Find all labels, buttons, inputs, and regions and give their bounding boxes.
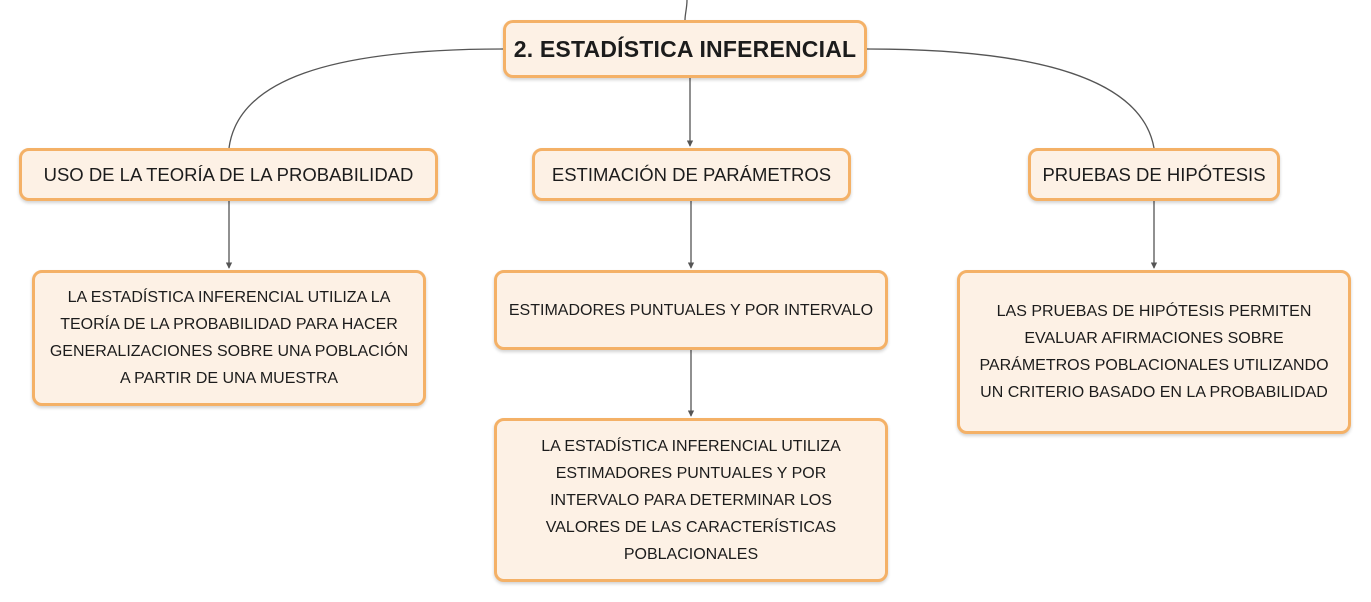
- root-topic-node[interactable]: 2. ESTADÍSTICA INFERENCIAL: [503, 20, 867, 78]
- parent-connector: [684, 0, 688, 21]
- detail-node-estimation-use[interactable]: LA ESTADÍSTICA INFERENCIAL UTILIZA ESTIM…: [494, 418, 888, 582]
- detail-node-estimators[interactable]: ESTIMADORES PUNTUALES Y POR INTERVALO: [494, 270, 888, 350]
- detail-text: ESTIMADORES PUNTUALES Y POR INTERVALO: [508, 301, 874, 319]
- branch-node-probability[interactable]: USO DE LA TEORÍA DE LA PROBABILIDAD: [19, 148, 438, 201]
- branch-node-estimation[interactable]: ESTIMACIÓN DE PARÁMETROS: [532, 148, 851, 201]
- branch-node-hypothesis[interactable]: PRUEBAS DE HIPÓTESIS: [1028, 148, 1280, 201]
- detail-text: LA ESTADÍSTICA INFERENCIAL UTILIZA ESTIM…: [541, 437, 841, 563]
- root-topic-label: 2. ESTADÍSTICA INFERENCIAL: [513, 35, 857, 62]
- root-to-probability-connector: [228, 48, 504, 149]
- branch-label: PRUEBAS DE HIPÓTESIS: [1042, 163, 1266, 185]
- detail-node-probability[interactable]: LA ESTADÍSTICA INFERENCIAL UTILIZA LA TE…: [32, 270, 426, 406]
- detail-text: LAS PRUEBAS DE HIPÓTESIS PERMITEN EVALUA…: [979, 303, 1329, 401]
- detail-text: LA ESTADÍSTICA INFERENCIAL UTILIZA LA TE…: [49, 289, 409, 387]
- root-to-hypothesis-connector: [866, 48, 1155, 149]
- detail-node-hypothesis[interactable]: LAS PRUEBAS DE HIPÓTESIS PERMITEN EVALUA…: [957, 270, 1351, 434]
- branch-label: USO DE LA TEORÍA DE LA PROBABILIDAD: [43, 163, 414, 185]
- branch-label: ESTIMACIÓN DE PARÁMETROS: [551, 163, 832, 185]
